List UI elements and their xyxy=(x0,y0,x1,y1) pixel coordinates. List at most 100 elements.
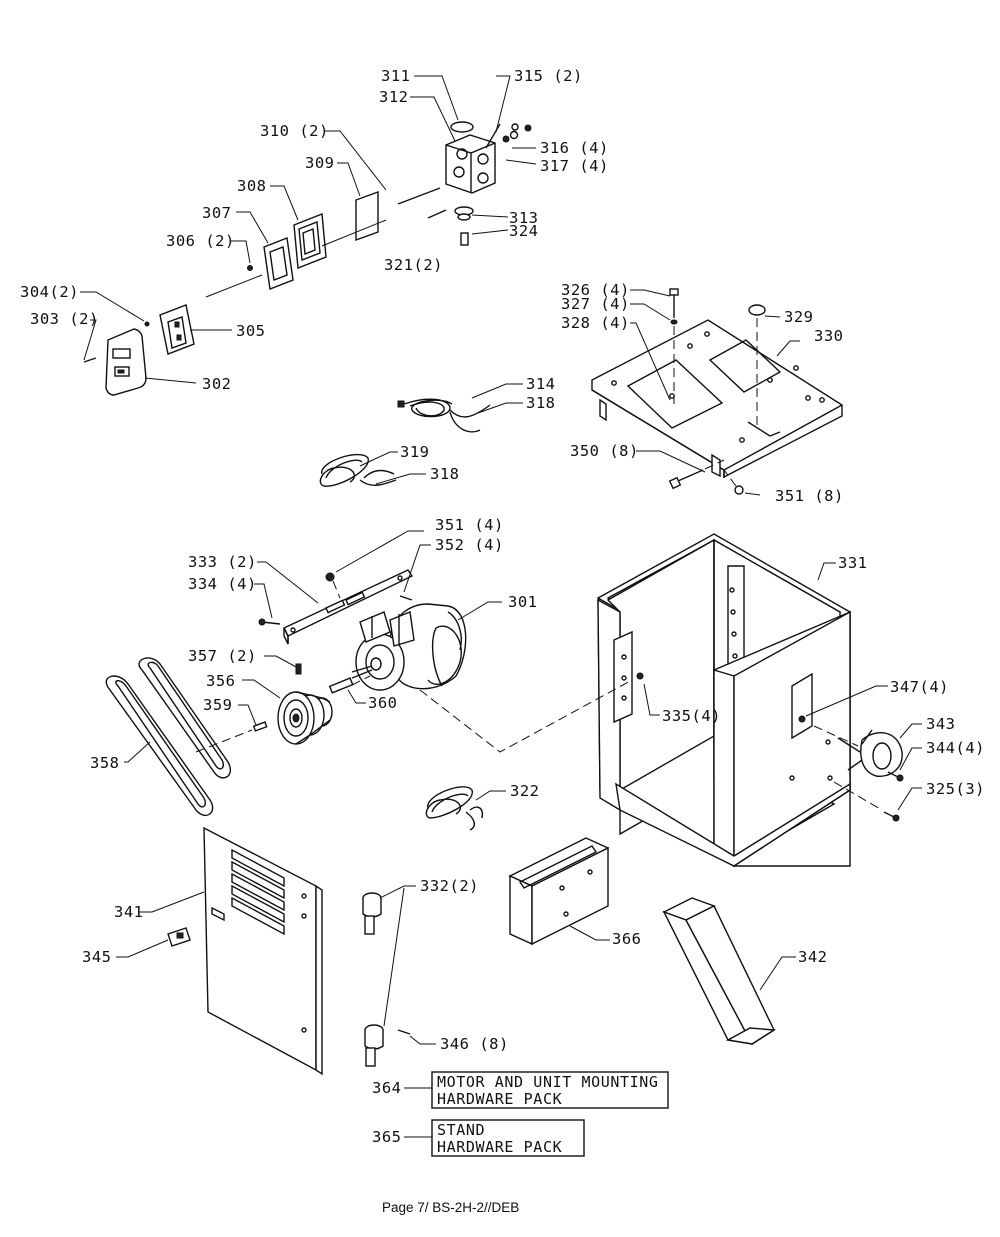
label-318a: 318 xyxy=(526,394,556,412)
part-343-fan-cover xyxy=(837,729,903,777)
part-312-switch-box xyxy=(445,134,496,194)
label-346: 346 (8) xyxy=(440,1035,509,1053)
label-364: 364 xyxy=(372,1079,402,1097)
label-341: 341 xyxy=(114,903,144,921)
part-334-bolt xyxy=(258,618,281,626)
label-324: 324 xyxy=(509,222,539,240)
part-359-pin xyxy=(252,721,268,732)
label-321: 321(2) xyxy=(384,256,443,274)
label-309: 309 xyxy=(305,154,335,172)
part-307-switch-plate xyxy=(263,237,294,290)
part-345-latch xyxy=(167,927,191,947)
stand-pack-line1: STAND xyxy=(437,1121,485,1139)
label-322: 322 xyxy=(510,782,540,800)
label-329: 329 xyxy=(784,308,814,326)
label-312: 312 xyxy=(379,88,409,106)
part-344-screw xyxy=(887,771,904,782)
part-305-switch xyxy=(159,304,195,355)
label-347: 347(4) xyxy=(890,678,949,696)
callout-labels: 311 315 (2) 312 310 (2) 316 (4) 317 (4) … xyxy=(20,67,985,1215)
label-303: 303 (2) xyxy=(30,310,99,328)
label-301: 301 xyxy=(508,593,538,611)
label-326: 326 (4) xyxy=(561,281,630,299)
label-316: 316 (4) xyxy=(540,139,609,157)
hardware-pack-stand xyxy=(404,1119,585,1157)
label-330: 330 xyxy=(814,327,844,345)
label-331: 331 xyxy=(838,554,868,572)
label-356: 356 xyxy=(206,672,236,690)
part-310-screw xyxy=(397,187,441,205)
label-327: 327 (4) xyxy=(561,295,630,313)
hardware-pack-motor xyxy=(404,1071,669,1109)
label-351b: 351 (4) xyxy=(435,516,504,534)
label-343: 343 xyxy=(926,715,956,733)
part-357-set-screw xyxy=(295,663,302,675)
label-317: 317 (4) xyxy=(540,157,609,175)
part-306-screw xyxy=(247,265,253,271)
label-358: 358 xyxy=(90,754,120,772)
part-333-motor-bracket xyxy=(283,569,414,645)
part-314-cord xyxy=(397,398,491,433)
label-360: 360 xyxy=(368,694,398,712)
part-319-cord xyxy=(319,453,397,487)
part-342-dust-chute xyxy=(662,897,777,1045)
part-309-plate xyxy=(355,191,379,241)
label-344: 344(4) xyxy=(926,739,985,757)
stand-pack-line2: HARDWARE PACK xyxy=(437,1138,562,1156)
part-308-cover xyxy=(293,213,327,269)
part-351-nut xyxy=(734,485,744,495)
part-331-stand xyxy=(596,533,852,868)
motor-pack-line2: HARDWARE PACK xyxy=(437,1090,562,1108)
part-301-motor xyxy=(351,603,467,691)
motor-assembly xyxy=(195,530,502,753)
label-319: 319 xyxy=(400,443,430,461)
part-326-bolt xyxy=(669,288,679,325)
part-313-strain-relief xyxy=(454,206,474,246)
part-315-screw xyxy=(485,123,501,149)
label-318b: 318 xyxy=(430,465,460,483)
page-footer: Page 7/ BS-2H-2//DEB xyxy=(382,1200,519,1215)
part-316-317-nuts xyxy=(502,123,532,143)
part-356-pulley xyxy=(277,691,333,745)
motor-pack-line1: MOTOR AND UNIT MOUNTING xyxy=(437,1073,659,1091)
label-345: 345 xyxy=(82,948,112,966)
label-366: 366 xyxy=(612,930,642,948)
label-325: 325(3) xyxy=(926,780,985,798)
label-334: 334 (4) xyxy=(188,575,257,593)
table-plate-assembly xyxy=(591,288,843,496)
part-352-screw xyxy=(399,595,413,601)
part-346-screw xyxy=(397,1029,411,1035)
label-351a: 351 (8) xyxy=(775,487,844,505)
power-cords xyxy=(319,383,523,831)
part-360-key xyxy=(328,677,354,694)
part-351-nut-motor xyxy=(325,572,335,582)
part-311-plug xyxy=(450,121,474,133)
label-335: 335(4) xyxy=(662,707,721,725)
part-332-feet xyxy=(362,892,384,1067)
label-333: 333 (2) xyxy=(188,553,257,571)
label-350: 350 (8) xyxy=(570,442,639,460)
label-328: 328 (4) xyxy=(561,314,630,332)
label-342: 342 xyxy=(798,948,828,966)
part-350-bolt xyxy=(668,469,704,490)
label-315: 315 (2) xyxy=(514,67,583,85)
label-357: 357 (2) xyxy=(188,647,257,665)
part-325-screw xyxy=(883,811,900,822)
part-329-nut xyxy=(748,304,766,316)
label-304: 304(2) xyxy=(20,283,79,301)
label-307: 307 xyxy=(202,204,232,222)
label-352: 352 (4) xyxy=(435,536,504,554)
label-313: 313 xyxy=(509,209,539,227)
label-310: 310 (2) xyxy=(260,122,329,140)
label-365: 365 xyxy=(372,1128,402,1146)
part-322-cord xyxy=(425,786,484,831)
label-302: 302 xyxy=(202,375,232,393)
label-359: 359 xyxy=(203,696,233,714)
label-311: 311 xyxy=(381,67,411,85)
label-314: 314 xyxy=(526,375,556,393)
part-330-mounting-plate xyxy=(591,319,843,479)
part-303-screw xyxy=(83,357,97,363)
switch-box-assembly xyxy=(80,75,537,396)
label-308: 308 xyxy=(237,177,267,195)
